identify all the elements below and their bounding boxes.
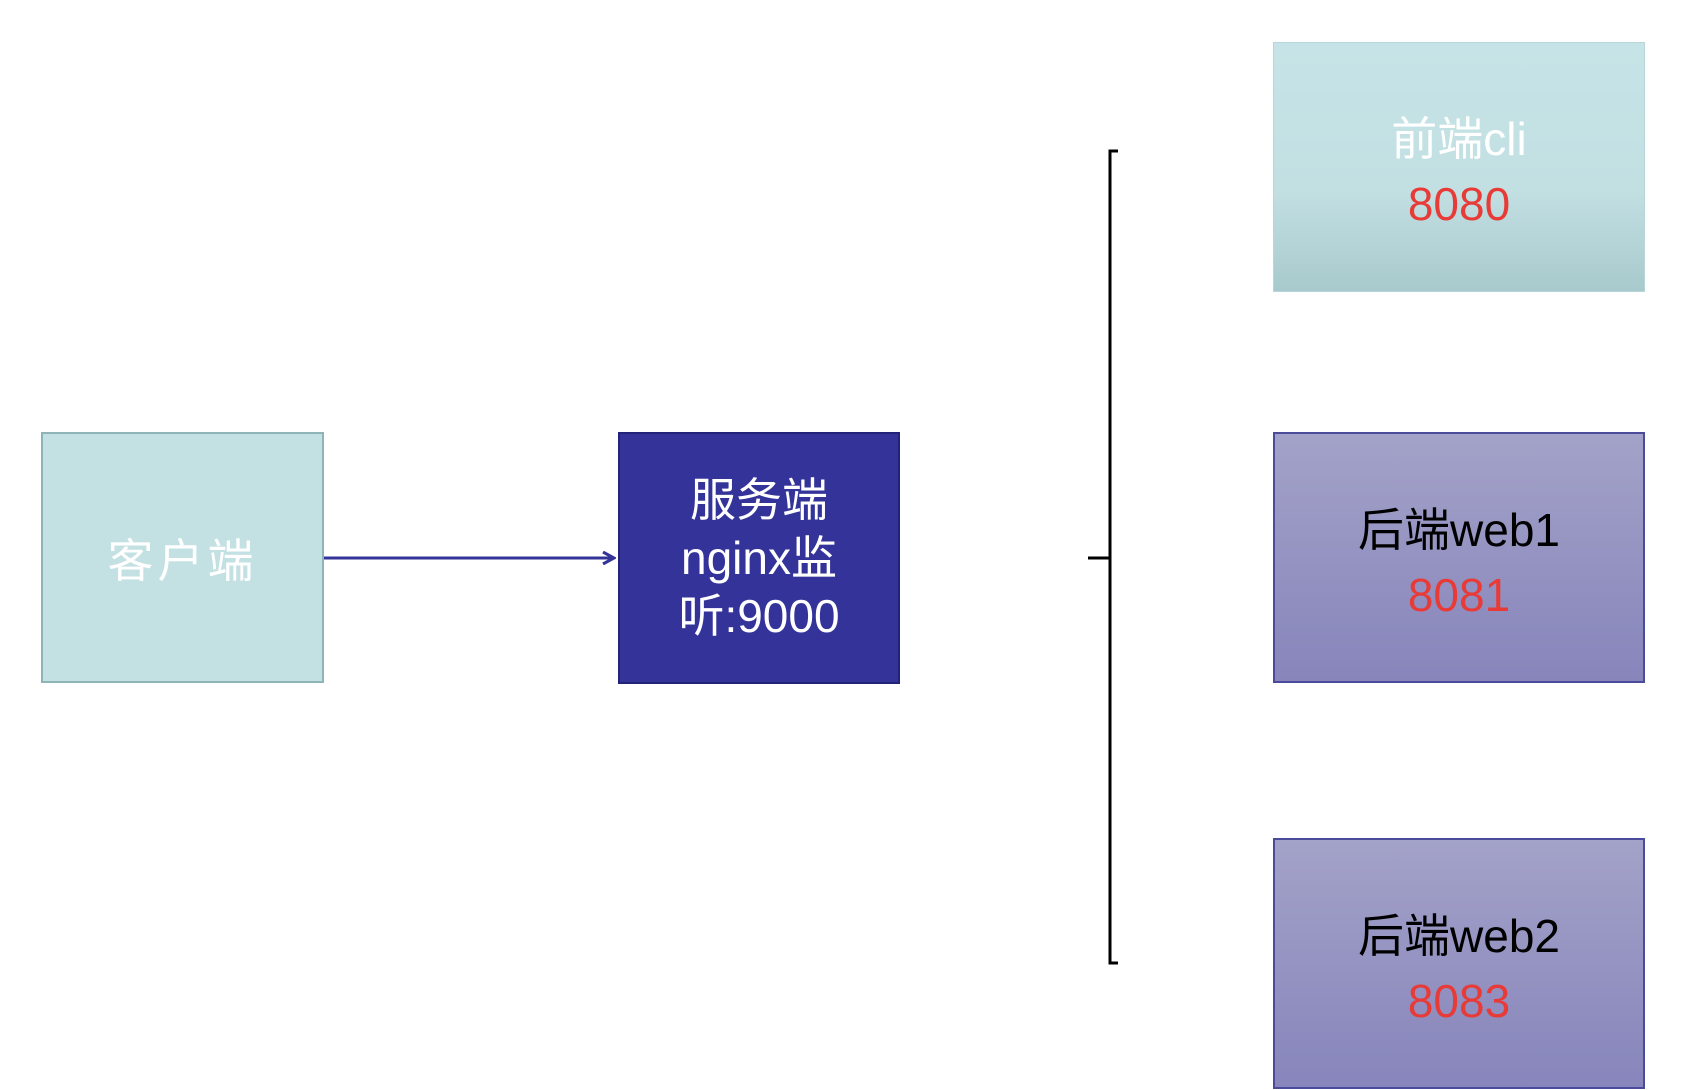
backend2-port: 8083 <box>1407 974 1511 1027</box>
frontend-box[interactable]: 前端cli 8080 <box>1273 42 1645 292</box>
server-box[interactable]: 服务端 nginx监 听:9000 <box>618 432 900 684</box>
client-label: 客户端 <box>107 533 258 588</box>
server-label: 服务端 nginx监 听:9000 <box>678 474 840 642</box>
distribution-bracket <box>1108 149 1118 965</box>
backend1-box[interactable]: 后端web1 8081 <box>1273 432 1645 683</box>
backend2-box[interactable]: 后端web2 8083 <box>1273 838 1645 1089</box>
backend2-name: 后端web2 <box>1358 909 1560 962</box>
backend1-name: 后端web1 <box>1358 503 1560 556</box>
frontend-port: 8080 <box>1407 178 1511 230</box>
backend1-port: 8081 <box>1407 568 1511 621</box>
frontend-name: 前端cli <box>1391 113 1527 165</box>
client-box[interactable]: 客户端 <box>41 432 324 683</box>
